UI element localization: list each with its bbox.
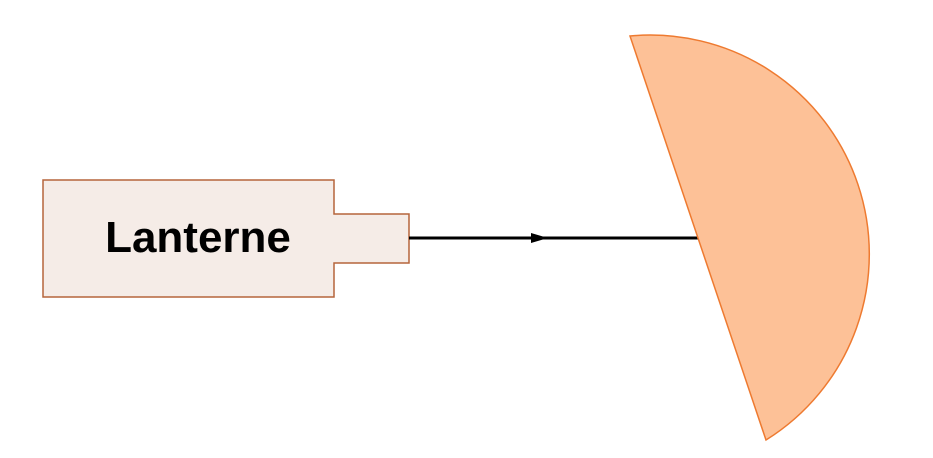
lantern-body: [42, 179, 410, 298]
beam-arrowhead: [531, 233, 548, 243]
lantern-label: Lanterne: [105, 213, 291, 262]
light-cone-half-disc: [628, 34, 871, 442]
